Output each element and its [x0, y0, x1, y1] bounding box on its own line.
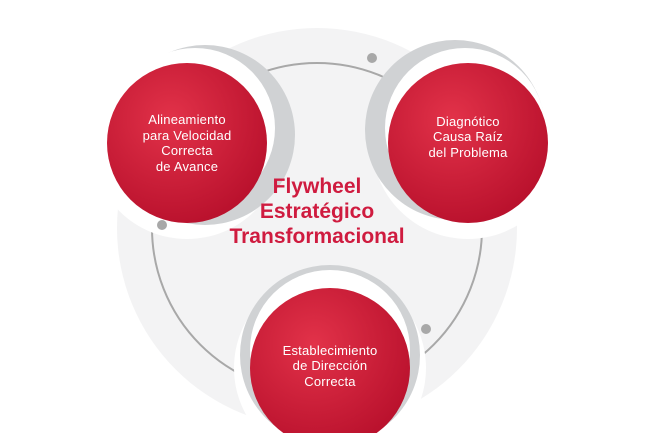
- connector-dot-top: [367, 53, 377, 63]
- node-diagnostico-label: Diagnótico Causa Raíz del Problema: [428, 113, 508, 160]
- node-establecimiento: Establecimiento de Dirección Correcta: [250, 288, 410, 448]
- node-alineamiento-label: Alineamiento para Velocidad Correcta de …: [142, 112, 232, 174]
- node-2-circle: [388, 63, 548, 223]
- node-1-circle: [107, 63, 267, 223]
- node-alineamiento: Alineamiento para Velocidad Correcta de …: [107, 63, 267, 223]
- flywheel-diagram: [107, 28, 548, 433]
- center-title: Flywheel Estratégico Transformacional: [229, 175, 405, 248]
- connector-dot-left: [157, 220, 167, 230]
- connector-dot-right: [421, 324, 431, 334]
- node-establecimiento-label: Establecimiento de Dirección Correcta: [282, 342, 378, 389]
- node-diagnostico: Diagnótico Causa Raíz del Problema: [388, 63, 548, 223]
- node-3-circle: [250, 288, 410, 433]
